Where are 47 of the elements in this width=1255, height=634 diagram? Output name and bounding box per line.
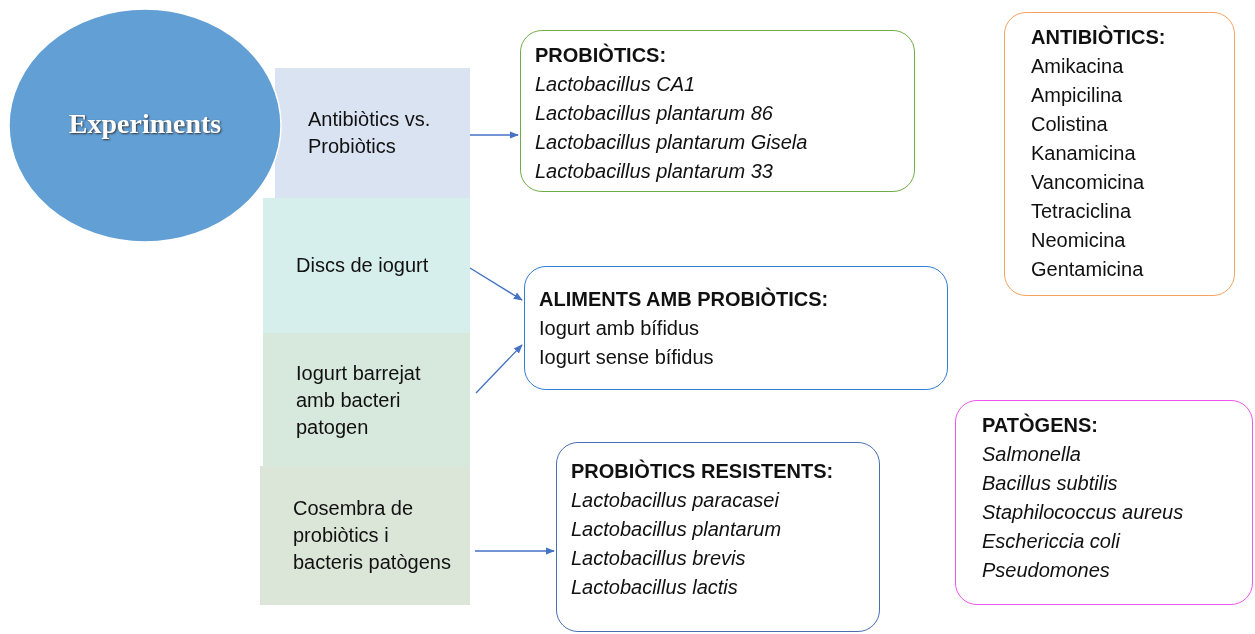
card-heading: ALIMENTS AMB PROBIÒTICS: [539,286,829,312]
card-heading: ANTIBIÒTICS: [1031,24,1166,50]
experiment-panel [263,333,470,468]
experiment-label: Cosembra de probiòtics i bacteris patògens [293,496,452,575]
list-item: Lactobacillus plantarum 86 [535,101,773,126]
title-text: Experiments [68,107,222,140]
experiments-ellipse [8,8,282,243]
list-item: Iogurt sense bífidus [539,345,714,370]
experiment-label: Iogurt barrejat amb bacteri patogen [296,361,422,440]
list-item: Colistina [1031,112,1108,137]
list-item: Gentamicina [1031,257,1144,282]
list-item: Ampicilina [1031,83,1123,108]
list-item: Lactobacillus plantarum 33 [535,159,773,184]
list-card [524,266,948,390]
card-heading: PROBIÒTICS RESISTENTS: [571,458,834,484]
list-item: Lactobacillus brevis [571,546,746,571]
arrow [469,267,523,301]
list-item: Bacillus subtilis [982,471,1118,496]
arrow [474,547,555,555]
list-item: Pseudomones [982,558,1110,583]
experiment-label: Discs de iogurt [296,253,429,278]
list-item: Iogurt amb bífidus [539,316,700,341]
arrow [469,131,519,139]
list-item: Kanamicina [1031,141,1136,166]
list-card [1004,12,1235,296]
card-heading: PROBIÒTICS: [535,42,667,68]
list-card [556,442,880,632]
card-heading: PATÒGENS: [982,412,1098,438]
experiment-panel [260,466,470,605]
list-item: Amikacina [1031,54,1124,79]
list-item: Vancomicina [1031,170,1145,195]
list-item: Tetraciclina [1031,199,1132,224]
list-item: Lactobacillus plantarum [571,517,782,542]
list-item: Lactobacillus CA1 [535,72,696,97]
list-card [520,30,915,192]
list-item: Neomicina [1031,228,1126,253]
list-item: Lactobacillus lactis [571,575,738,600]
experiment-label: Antibiòtics vs. Probiòtics [308,107,432,159]
list-item: Staphilococcus aureus [982,500,1184,525]
arrow [475,344,523,394]
experiment-panel [263,198,470,333]
list-card [955,400,1253,605]
list-item: Eschericcia coli [982,529,1120,554]
list-item: Lactobacillus plantarum Gisela [535,130,808,155]
list-item: Salmonella [982,442,1081,467]
experiment-panel [275,68,470,198]
list-item: Lactobacillus paracasei [571,488,779,513]
